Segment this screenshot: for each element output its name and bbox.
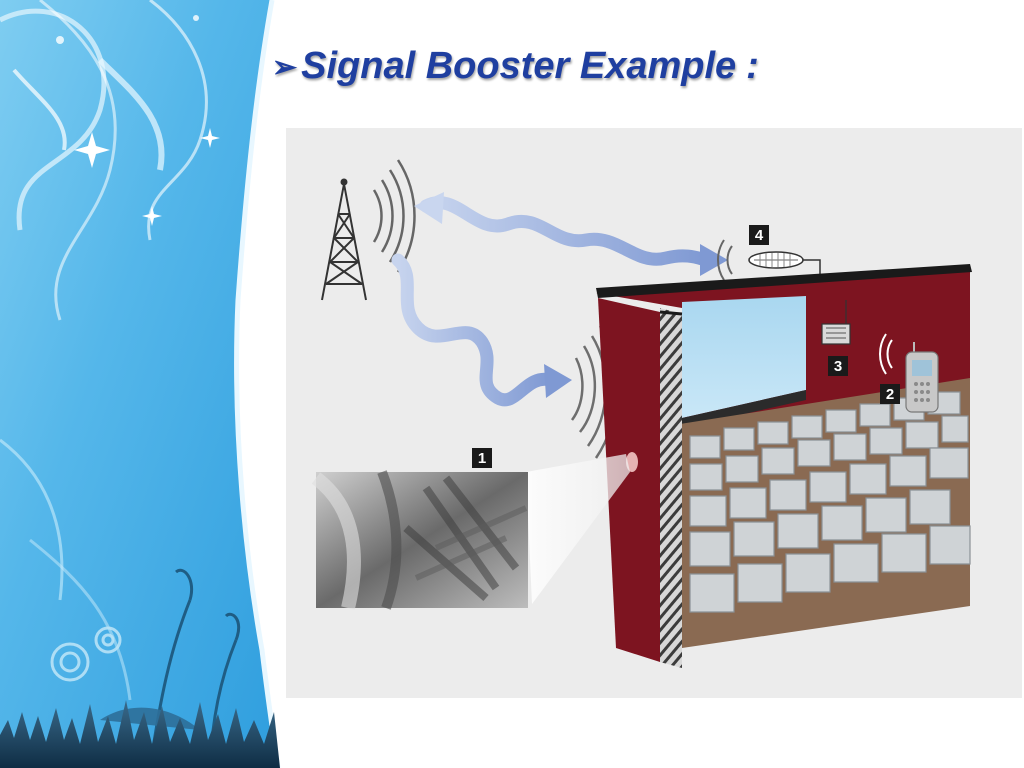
sparkle-icon <box>74 132 110 168</box>
sparkle-icon <box>200 128 220 148</box>
inbound-signal-wave <box>391 253 557 407</box>
callout-1-label: 1 <box>478 450 486 467</box>
outgoing-signal-wave <box>419 196 713 267</box>
callout-badge-3: 3 <box>828 356 848 376</box>
decorative-sidebar <box>0 0 281 768</box>
mobile-phone-icon <box>905 342 939 413</box>
material-closeup-photo <box>311 470 528 610</box>
arrow-bullet-icon: ➢ <box>272 50 298 84</box>
seat-row <box>689 447 969 527</box>
signal-booster-diagram: 4 <box>286 128 1022 698</box>
theater-seats <box>689 391 971 613</box>
callout-badge-4: 4 <box>749 225 769 245</box>
wall-material-spot <box>626 452 638 472</box>
theater-side-wall <box>598 298 660 662</box>
outgoing-signal-arrowhead-icon <box>700 244 728 276</box>
seat-row <box>689 415 969 491</box>
callout-3-label: 3 <box>834 358 842 375</box>
cell-tower-icon <box>321 178 367 301</box>
wall-cross-section <box>660 308 682 668</box>
phone-signal-icon <box>879 333 893 375</box>
booster-unit-icon <box>821 300 851 345</box>
callout-badge-1: 1 <box>472 448 492 468</box>
callout-4-label: 4 <box>755 227 764 244</box>
roof-antenna-signal-icon <box>717 239 733 281</box>
callout-badge-2: 2 <box>880 384 900 404</box>
slide-title: ➢ Signal Booster Example : <box>272 36 759 96</box>
inbound-signal-arrowhead-icon <box>544 364 572 398</box>
seat-row <box>689 489 951 567</box>
return-signal-arrowhead-icon <box>414 192 444 224</box>
seat-row <box>689 525 971 613</box>
theater-roof-edge <box>596 264 972 298</box>
slide-title-text: Signal Booster Example <box>301 44 737 87</box>
sparkle-icon <box>142 206 162 226</box>
material-zoom-beam <box>526 454 630 604</box>
callout-2-label: 2 <box>886 386 894 403</box>
projection-screen <box>682 296 806 418</box>
slide-title-colon: : <box>746 44 759 87</box>
